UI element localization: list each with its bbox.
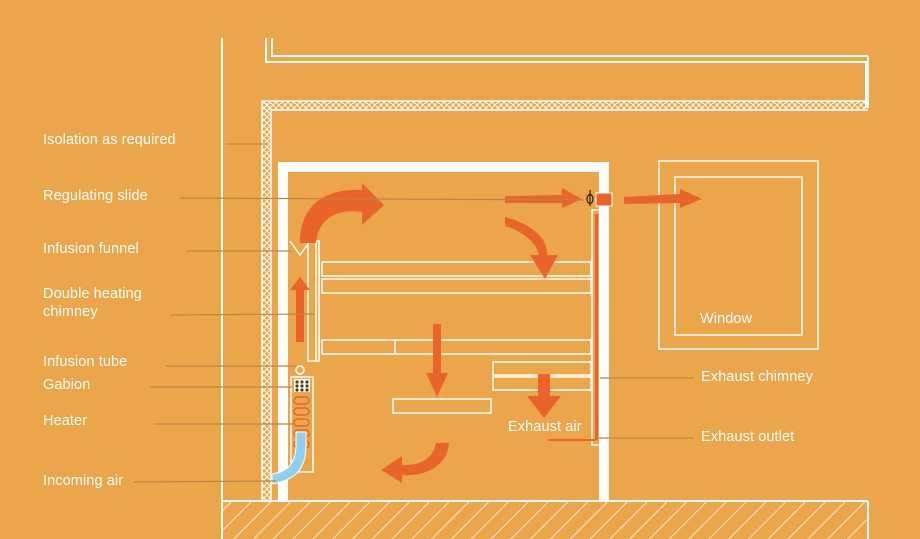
label-gabion: Gabion (43, 377, 91, 393)
label-double-heating-chimney-line1: Double heating (43, 286, 142, 302)
arrow-down-middle (426, 324, 448, 397)
regulating-slide (586, 190, 594, 206)
arrow-curve-bottom-left (381, 443, 449, 483)
isolation-layer (261, 100, 868, 501)
double-heating-chimney (307, 240, 320, 362)
infusion-funnel (289, 240, 311, 257)
label-heater: Heater (43, 413, 88, 429)
label-exhaust-outlet: Exhaust outlet (701, 429, 795, 445)
benches (321, 261, 592, 414)
label-infusion-funnel: Infusion funnel (43, 241, 139, 257)
arrow-down-right (527, 374, 561, 418)
arrow-out-wall (624, 189, 702, 208)
label-incoming-air: Incoming air (43, 473, 124, 489)
infusion-tube (295, 365, 305, 375)
window (658, 160, 819, 350)
label-window: Window (700, 311, 753, 327)
gabion (294, 379, 310, 392)
arrow-up-chimney (290, 277, 310, 342)
label-isolation: Isolation as required (43, 132, 176, 148)
arrow-curve-down-right (505, 217, 558, 279)
incoming-air-flow (271, 431, 307, 485)
arrow-curve-top-left (300, 183, 384, 243)
label-double-heating-chimney-line2: chimney (43, 304, 98, 320)
leader-lines (133, 143, 694, 483)
ground-foundation (221, 500, 869, 539)
label-exhaust-chimney: Exhaust chimney (701, 369, 813, 385)
label-regulating-slide: Regulating slide (43, 188, 148, 204)
label-infusion-tube: Infusion tube (43, 354, 128, 370)
exhaust-chimney (591, 192, 613, 446)
arrow-to-slide (505, 188, 582, 208)
label-exhaust-air: Exhaust air (508, 419, 582, 435)
airflow-arrows (290, 183, 702, 483)
